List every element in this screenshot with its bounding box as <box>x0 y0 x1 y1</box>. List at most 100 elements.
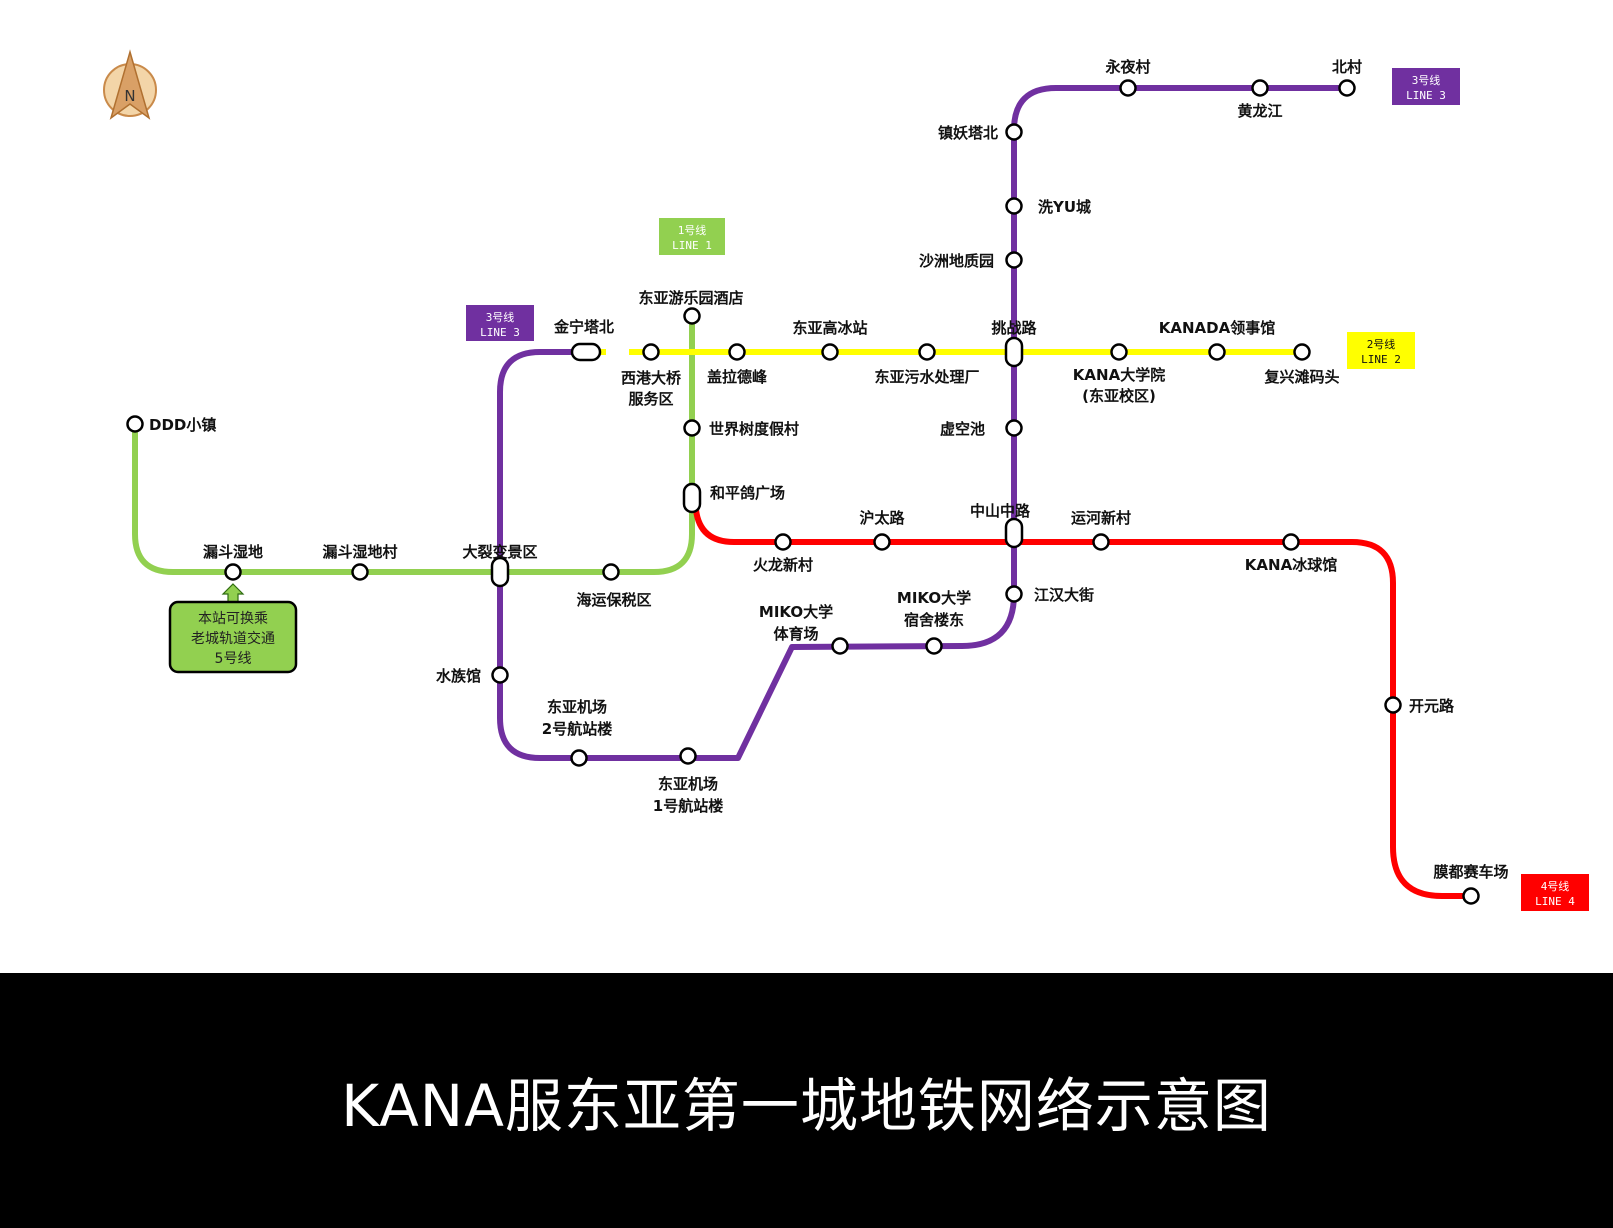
station-xiyu[interactable] <box>1005 197 1023 215</box>
label-xukong: 虚空池 <box>940 420 985 438</box>
station-jianghan[interactable] <box>1005 585 1023 603</box>
station-beicun[interactable] <box>1338 79 1356 97</box>
station-markers <box>126 79 1480 905</box>
line-3-track <box>497 85 1347 761</box>
station-leyuan[interactable] <box>683 307 701 325</box>
line-4-badge-en: LINE 4 <box>1535 895 1575 908</box>
line-1-track <box>132 316 695 575</box>
label-shijie: 世界树度假村 <box>709 420 799 438</box>
station-kanadx[interactable] <box>1110 343 1128 361</box>
label-saiche: 膜都赛车场 <box>1433 863 1508 881</box>
label-yunhe: 运河新村 <box>1071 509 1131 527</box>
label-kaiyuan: 开元路 <box>1409 697 1455 715</box>
station-gaobing[interactable] <box>821 343 839 361</box>
label-jinning: 金宁塔北 <box>553 318 614 336</box>
label-sushe-2: 宿舍楼东 <box>904 611 964 629</box>
line-3-badge-west-en: LINE 3 <box>480 326 520 339</box>
station-dalie[interactable] <box>490 556 510 588</box>
label-lingshi: KANADA领事馆 <box>1159 319 1275 337</box>
station-shazhou[interactable] <box>1005 251 1023 269</box>
label-xigang-2: 服务区 <box>628 390 673 408</box>
label-zhenyao: 镇妖塔北 <box>938 124 998 142</box>
label-jianghan: 江汉大街 <box>1034 586 1094 604</box>
line-1-badge: 1号线 LINE 1 <box>659 218 725 255</box>
station-sushe[interactable] <box>925 637 943 655</box>
line-3-badge-north-en: LINE 3 <box>1406 89 1446 102</box>
station-shijie[interactable] <box>683 419 701 437</box>
label-leyuan: 东亚游乐园酒店 <box>638 289 743 307</box>
label-kanadx-1: KANA大学院 <box>1073 366 1165 384</box>
station-loudou[interactable] <box>224 563 242 581</box>
label-loudou: 漏斗湿地 <box>203 543 263 561</box>
label-huanglong: 黄龙江 <box>1237 102 1282 120</box>
station-tiyu[interactable] <box>831 637 849 655</box>
station-saiche[interactable] <box>1462 887 1480 905</box>
station-hutai[interactable] <box>873 533 891 551</box>
label-shuizu: 水族馆 <box>436 667 481 685</box>
station-gailade[interactable] <box>728 343 746 361</box>
station-ddd[interactable] <box>126 415 144 433</box>
line-3-badge-west: 3号线 LINE 3 <box>466 305 534 341</box>
station-huanglong[interactable] <box>1251 79 1269 97</box>
label-tiyu-2: 体育场 <box>773 625 818 643</box>
label-xiyu: 洗YU城 <box>1038 198 1091 216</box>
station-heping[interactable] <box>682 482 702 514</box>
line-2-badge-en: LINE 2 <box>1361 353 1401 366</box>
station-jinning[interactable] <box>570 342 602 362</box>
station-shuizu[interactable] <box>491 666 509 684</box>
label-kanadx-2: (东亚校区) <box>1082 387 1156 405</box>
station-yunhe[interactable] <box>1092 533 1110 551</box>
station-tiaozhan[interactable] <box>1004 336 1024 368</box>
transfer-note-line-3: 5号线 <box>215 651 252 667</box>
label-t1-1: 东亚机场 <box>658 775 718 793</box>
station-wushui[interactable] <box>918 343 936 361</box>
label-t1-2: 1号航站楼 <box>653 797 723 815</box>
station-loudoucun[interactable] <box>351 563 369 581</box>
station-haiyun[interactable] <box>602 563 620 581</box>
label-huolong: 火龙新村 <box>753 556 813 574</box>
line-1-badge-cn: 1号线 <box>678 223 707 237</box>
arrow-up-icon <box>221 583 245 603</box>
label-fuxing: 复兴滩码头 <box>1263 368 1339 386</box>
title-banner: KANA服东亚第一城地铁网络示意图 <box>0 973 1613 1228</box>
station-fuxing[interactable] <box>1293 343 1311 361</box>
label-tiaozhan: 挑战路 <box>991 319 1037 337</box>
map-title: KANA服东亚第一城地铁网络示意图 <box>341 1071 1272 1140</box>
station-lingshi[interactable] <box>1208 343 1226 361</box>
station-yongye[interactable] <box>1119 79 1137 97</box>
line-4-track <box>693 509 1471 899</box>
station-labels: DDD小镇 漏斗湿地 漏斗湿地村 大裂变景区 海运保税区 和平鸽广场 世界树度假… <box>149 58 1509 881</box>
label-haiyun: 海运保税区 <box>576 591 651 609</box>
compass-letter: N <box>124 87 135 105</box>
transfer-note: 本站可换乘 老城轨道交通 5号线 <box>168 583 298 674</box>
station-zhongshan[interactable] <box>1004 517 1024 549</box>
label-zhongshan: 中山中路 <box>970 502 1031 520</box>
label-hutai: 沪太路 <box>859 509 905 527</box>
station-bingqiu[interactable] <box>1282 533 1300 551</box>
station-xukong[interactable] <box>1005 419 1023 437</box>
label-dalie: 大裂变景区 <box>462 543 537 561</box>
station-xigang[interactable] <box>642 343 660 361</box>
label-t2-2: 2号航站楼 <box>542 720 612 738</box>
label-bingqiu: KANA冰球馆 <box>1245 556 1337 574</box>
label-shazhou: 沙洲地质园 <box>919 252 994 270</box>
station-t1[interactable] <box>679 747 697 765</box>
label-loudoucun: 漏斗湿地村 <box>322 543 397 561</box>
transfer-note-line-2: 老城轨道交通 <box>191 630 275 647</box>
line-1-badge-en: LINE 1 <box>672 239 712 252</box>
transfer-note-line-1: 本站可换乘 <box>198 610 268 627</box>
station-huolong[interactable] <box>774 533 792 551</box>
station-kaiyuan[interactable] <box>1384 696 1402 714</box>
station-zhenyao[interactable] <box>1005 123 1023 141</box>
label-yongye: 永夜村 <box>1104 58 1150 76</box>
line-3-badge-west-cn: 3号线 <box>486 310 515 324</box>
metro-map: N <box>103 49 1589 911</box>
line-2-badge-cn: 2号线 <box>1367 337 1396 351</box>
station-t2[interactable] <box>570 749 588 767</box>
label-wushui: 东亚污水处理厂 <box>874 368 979 386</box>
label-ddd: DDD小镇 <box>149 416 216 434</box>
label-t2-1: 东亚机场 <box>547 698 607 716</box>
label-sushe-1: MIKO大学 <box>897 589 971 607</box>
line-4-badge: 4号线 LINE 4 <box>1521 874 1589 911</box>
label-gailade: 盖拉德峰 <box>707 368 768 386</box>
